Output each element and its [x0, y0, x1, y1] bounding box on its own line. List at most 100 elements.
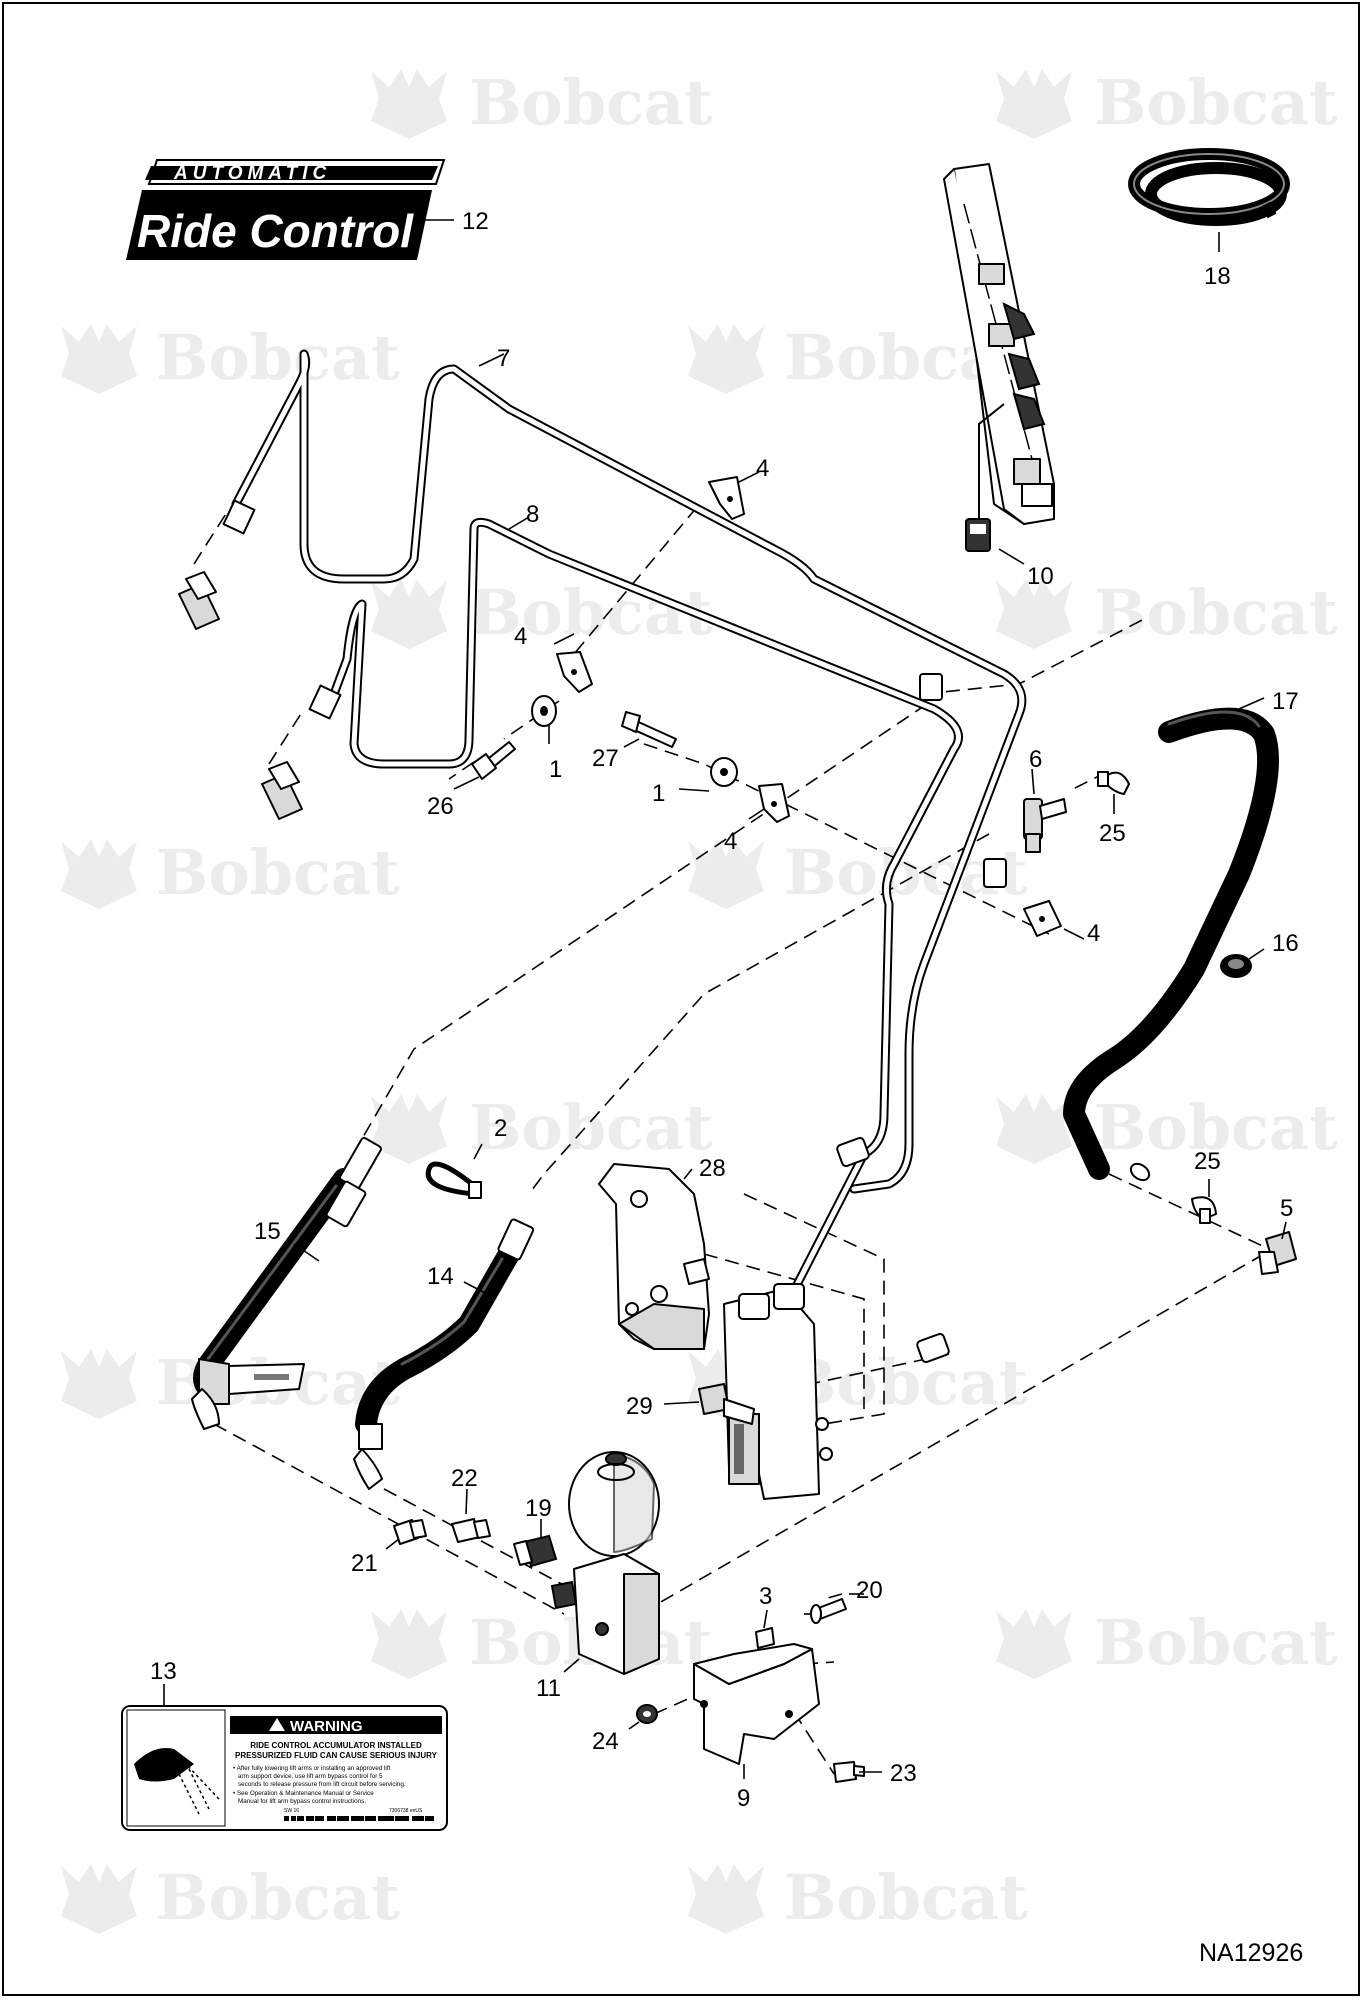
watermark: Bobcat — [61, 1861, 400, 1934]
decal-bullet1-line1: • After fully lowering lift arms or inst… — [233, 1765, 390, 1772]
watermark: Bobcat — [61, 836, 400, 909]
decal-bullet1-line2: arm support device, use lift arm bypass … — [238, 1773, 383, 1780]
clamp-4 — [758, 783, 790, 823]
grommet-16 — [1220, 954, 1252, 978]
ride-control-logo: AUTOMATIC Ride Control — [126, 159, 446, 260]
watermark: Bobcat — [996, 1606, 1338, 1679]
elbow-fitting-5 — [1258, 1231, 1297, 1275]
callout-18: 18 — [1204, 263, 1231, 290]
callout-16: 16 — [1272, 930, 1299, 957]
callout-24: 24 — [592, 1728, 619, 1755]
callout-4d: 4 — [1087, 920, 1100, 947]
hose-clamp-25 — [1097, 771, 1130, 795]
decal-code-left: SW 16 — [284, 1808, 299, 1814]
diagram-code: NA12926 — [1199, 1939, 1303, 1967]
callout-27: 27 — [592, 745, 619, 772]
watermark: Bobcat — [996, 1091, 1338, 1164]
callout-9: 9 — [737, 1785, 750, 1812]
clamp-4 — [556, 651, 593, 693]
adapter-21 — [393, 1519, 427, 1545]
valve-29 — [698, 1283, 833, 1500]
watermark-text: Bobcat — [156, 1861, 400, 1934]
watermark: Bobcat — [996, 66, 1338, 139]
callouts: 12 18 7 4 8 10 4 17 1 26 27 1 4 6 25 4 1… — [150, 208, 1299, 1812]
tube-fitting — [178, 499, 1007, 1363]
watermark-text: Bobcat — [1094, 66, 1338, 139]
callout-19: 19 — [525, 1495, 552, 1522]
callout-12: 12 — [462, 208, 489, 235]
callout-25a: 25 — [1099, 820, 1126, 847]
hose-coil-18 — [1128, 148, 1290, 226]
callout-15: 15 — [254, 1218, 281, 1245]
valve-manifold-28 — [598, 1163, 710, 1350]
bolt-26 — [471, 741, 516, 780]
callout-21: 21 — [351, 1550, 378, 1577]
tube-8 — [329, 517, 963, 1354]
callout-4c: 4 — [724, 828, 737, 855]
hose-15 — [191, 1136, 382, 1430]
watermark: Bobcat — [61, 321, 400, 394]
watermark: Bobcat — [688, 836, 1028, 909]
warning-decal-13: WARNING RIDE CONTROL ACCUMULATOR INSTALL… — [121, 1705, 448, 1831]
watermark-text: Bobcat — [1094, 1091, 1338, 1164]
callout-5: 5 — [1280, 1195, 1293, 1222]
clamp-4 — [708, 476, 745, 520]
washer-1 — [710, 757, 738, 787]
watermark-text: Bobcat — [1094, 576, 1338, 649]
callout-22: 22 — [451, 1465, 478, 1492]
callout-2: 2 — [494, 1115, 507, 1142]
watermark: Bobcat — [371, 1091, 713, 1164]
callout-1b: 1 — [652, 780, 665, 807]
watermark-layer: Bobcat Bobcat Bobcat Bobcat Bobcat Bobca… — [61, 66, 1338, 1934]
fitting-19 — [513, 1534, 558, 1568]
callout-26: 26 — [427, 793, 454, 820]
callout-8: 8 — [526, 501, 539, 528]
decal-bullet1-line3: seconds to release pressure from lift ci… — [238, 1781, 406, 1788]
callout-3: 3 — [759, 1583, 772, 1610]
watermark-text: Bobcat — [469, 576, 713, 649]
watermark: Bobcat — [371, 576, 713, 649]
adapter-22 — [451, 1518, 491, 1543]
callout-14: 14 — [427, 1263, 454, 1290]
callout-13: 13 — [150, 1658, 177, 1685]
callout-25b: 25 — [1194, 1148, 1221, 1175]
callout-1a: 1 — [549, 756, 562, 783]
callout-6: 6 — [1029, 746, 1042, 773]
bolt-20 — [810, 1598, 847, 1624]
logo-line1: AUTOMATIC — [173, 163, 331, 184]
callout-11: 11 — [536, 1675, 561, 1702]
decal-title-line2: PRESSURIZED FLUID CAN CAUSE SERIOUS INJU… — [235, 1751, 438, 1760]
decal-title-line1: RIDE CONTROL ACCUMULATOR INSTALLED — [250, 1741, 422, 1750]
nut-3 — [755, 1627, 775, 1649]
callout-7: 7 — [497, 345, 510, 372]
watermark-text: Bobcat — [784, 1861, 1028, 1934]
hose-clamp-25 — [1191, 1196, 1217, 1224]
clamp-4 — [1023, 900, 1062, 937]
decal-barcode — [284, 1816, 434, 1821]
watermark-text: Bobcat — [1094, 1606, 1338, 1679]
watermark-text: Bobcat — [469, 66, 713, 139]
mounting-bracket-9 — [693, 1643, 820, 1765]
callout-23: 23 — [890, 1760, 917, 1787]
watermark: Bobcat — [688, 1861, 1028, 1934]
callout-17: 17 — [1272, 688, 1299, 715]
watermark: Bobcat — [371, 1606, 713, 1679]
accumulator-11 — [550, 1451, 660, 1675]
watermark-text: Bobcat — [784, 1346, 1028, 1419]
callout-28: 28 — [699, 1155, 726, 1182]
watermark: Bobcat — [371, 66, 713, 139]
callout-10: 10 — [1027, 563, 1054, 590]
logo-line2: Ride Control — [137, 205, 414, 257]
washer-1 — [531, 695, 557, 727]
decal-bullet2-line1: • See Operation & Maintenance Manual or … — [233, 1790, 374, 1797]
callout-20: 20 — [856, 1577, 883, 1604]
tee-fitting-6 — [1023, 798, 1067, 853]
callout-29: 29 — [626, 1393, 653, 1420]
callout-4a: 4 — [756, 455, 769, 482]
watermark-text: Bobcat — [156, 321, 400, 394]
watermark-text: Bobcat — [156, 836, 400, 909]
decal-bullet2-line2: Manual for lift arm bypass control instr… — [238, 1798, 366, 1805]
decal-heading: WARNING — [290, 1718, 363, 1735]
bolt-23 — [833, 1761, 865, 1783]
